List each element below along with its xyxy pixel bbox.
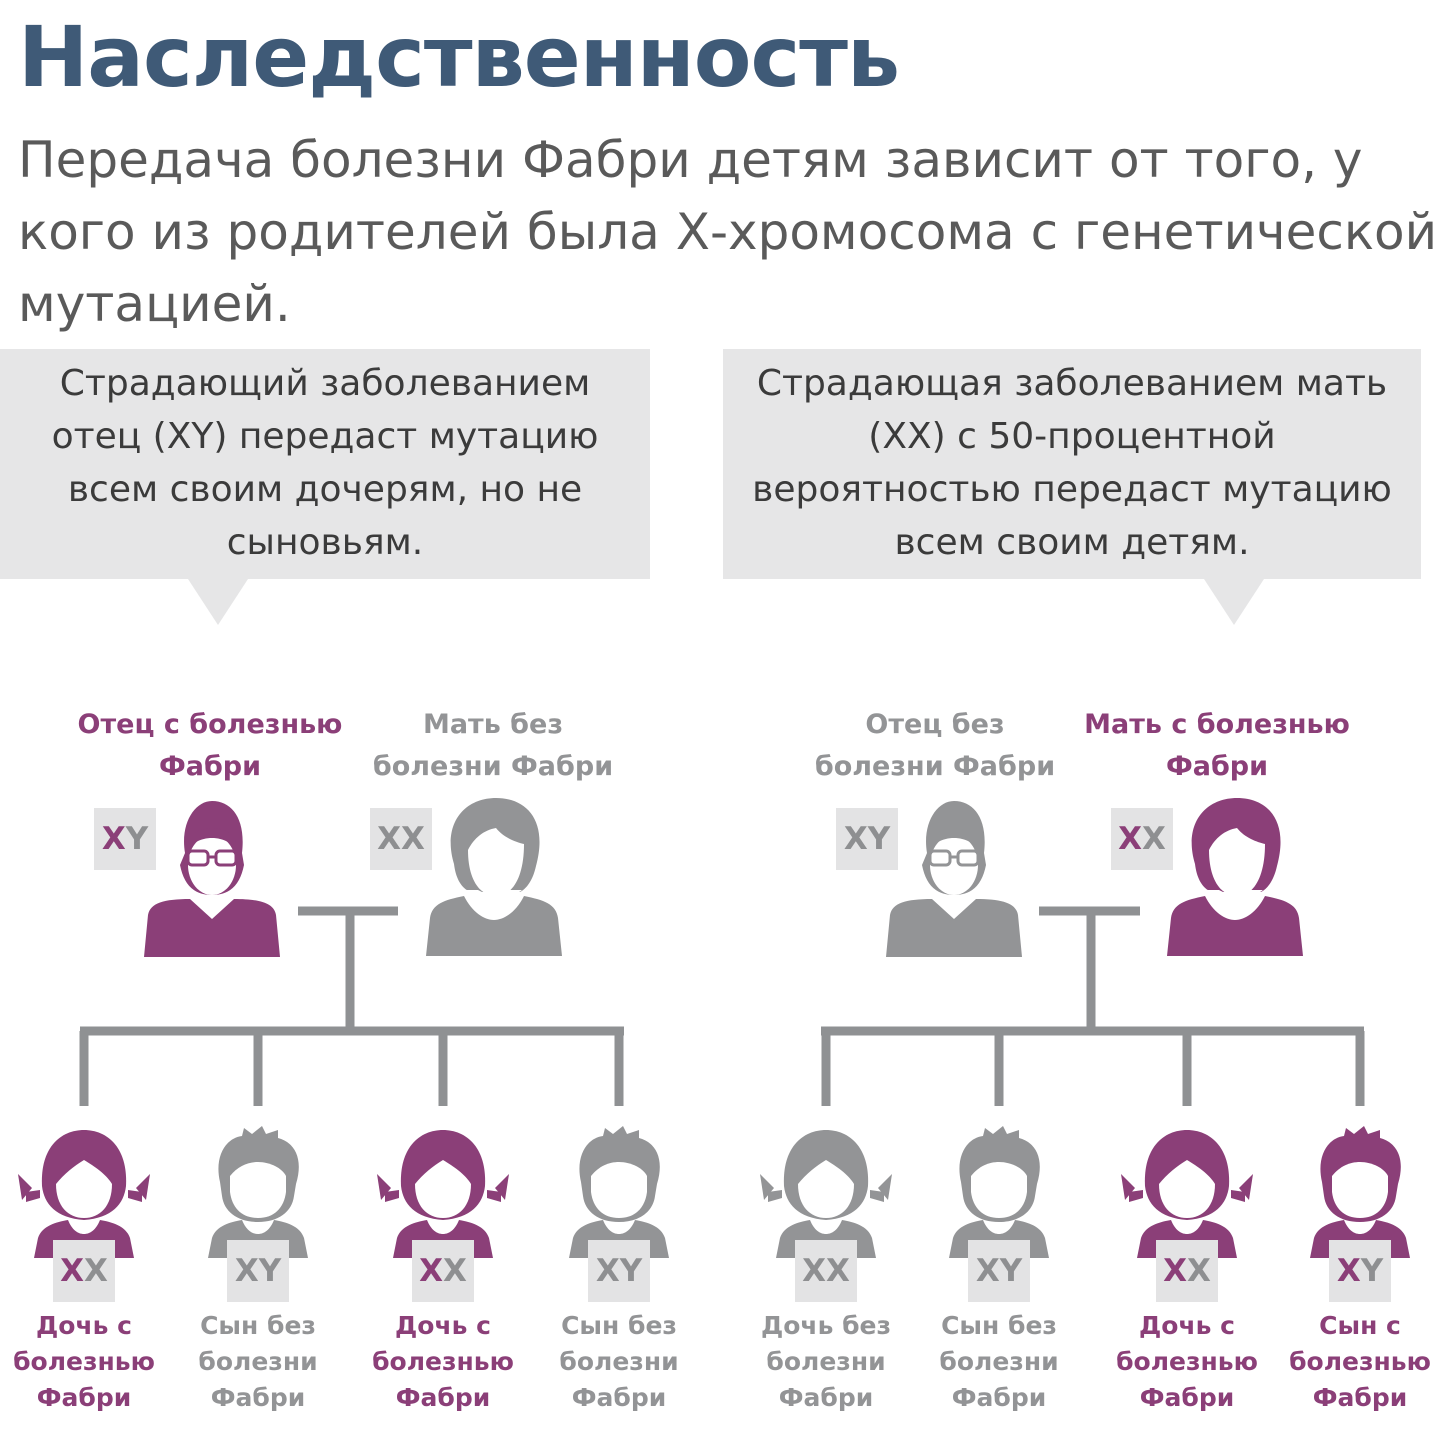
child-label: Дочь с болезнью Фабри (1116, 1311, 1258, 1412)
right-mother-label: Мать с болезнью Фабри (1082, 704, 1352, 788)
chromosome-letter: X (401, 821, 425, 857)
child-label: Сын с болезнью Фабри (1289, 1311, 1431, 1412)
man-with-glasses-icon (144, 801, 280, 957)
girl-icon (1121, 1130, 1253, 1258)
chromosome-letter: X (595, 1253, 620, 1289)
chromosome-letter: X (419, 1253, 443, 1289)
left-mother-label-text: Мать без болезни Фабри (372, 709, 614, 782)
chromosome-letter: X (1187, 1253, 1211, 1289)
right-father-label-text: Отец без болезни Фабри (814, 709, 1056, 782)
child-label: Сын без болезни Фабри (198, 1311, 318, 1412)
left-father-label-text: Отец с болезнью Фабри (77, 709, 343, 782)
chromosome-letter: Y (1360, 1253, 1384, 1289)
chromosome-letter: X (802, 1253, 826, 1289)
chromosome-letter: X (1142, 821, 1166, 857)
chromosome-letter: Y (258, 1253, 282, 1289)
chromosome-letter: X (1118, 821, 1142, 857)
chromosome-letter: Y (867, 821, 891, 857)
chromosome-letter: Y (125, 821, 149, 857)
callout-father-text: Страдающий заболеванием отец (XY) переда… (51, 363, 599, 563)
child-label: Дочь с болезнью Фабри (372, 1311, 514, 1412)
boy-icon (949, 1126, 1049, 1258)
right-father-label: Отец без болезни Фабри (800, 704, 1070, 788)
woman-icon (1167, 798, 1303, 956)
child-label: Дочь без болезни Фабри (760, 1311, 892, 1412)
callout-father-pointer (188, 579, 248, 625)
chromosome-letter: X (84, 1253, 108, 1289)
child-label: Сын без болезни Фабри (939, 1311, 1059, 1412)
woman-icon (426, 798, 562, 956)
callout-mother-text: Страдающая заболеванием мать (ХХ) с 50-п… (752, 363, 1392, 563)
chromosome-letter: X (843, 821, 868, 857)
chromosome-letter: X (826, 1253, 850, 1289)
chromosome-letter: X (975, 1253, 1000, 1289)
right-mother-label-text: Мать с болезнью Фабри (1084, 709, 1350, 782)
chromosome-letter: X (101, 821, 126, 857)
left-mother-label: Мать без болезни Фабри (358, 704, 628, 788)
chromosome-letter: Y (999, 1253, 1023, 1289)
callout-mother-case: Страдающая заболеванием мать (ХХ) с 50-п… (723, 349, 1421, 579)
chromosome-letter: X (60, 1253, 84, 1289)
chromosome-letter: X (1336, 1253, 1361, 1289)
chromosome-letter: X (443, 1253, 467, 1289)
child-label: Дочь с болезнью Фабри (13, 1311, 155, 1412)
callout-father-case: Страдающий заболеванием отец (XY) переда… (0, 349, 650, 579)
chromosome-letter: X (1163, 1253, 1187, 1289)
chromosome-letter: Y (619, 1253, 643, 1289)
chromosome-letter: X (377, 821, 401, 857)
left-father-label: Отец с болезнью Фабри (75, 704, 345, 788)
man-with-glasses-icon (886, 801, 1022, 957)
page-title: Наследственность (18, 8, 900, 106)
page-subtitle: Передача болезни Фабри детям зависит от … (18, 131, 1438, 333)
chromosome-letter: X (234, 1253, 259, 1289)
child-label: Сын без болезни Фабри (559, 1311, 679, 1412)
callout-mother-pointer (1204, 579, 1264, 625)
